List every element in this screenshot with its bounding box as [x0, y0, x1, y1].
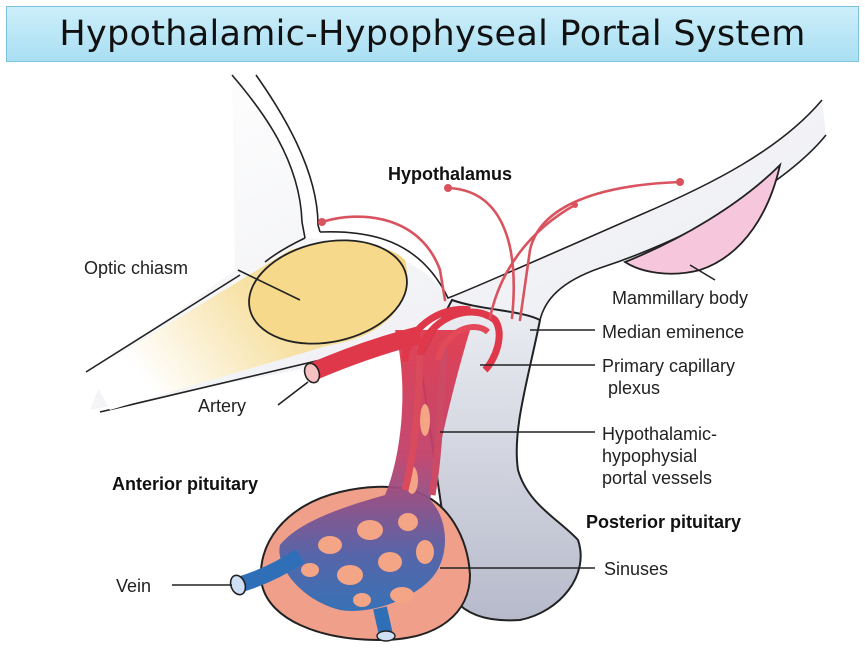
label-hypothalamus: Hypothalamus [388, 164, 512, 184]
sinus [390, 587, 414, 603]
sinus [416, 540, 434, 564]
label-posterior-pituitary: Posterior pituitary [586, 512, 741, 532]
sinus [318, 536, 342, 554]
label-anterior-pituitary: Anterior pituitary [112, 474, 258, 494]
portal-network [279, 330, 470, 611]
label-median-eminence: Median eminence [602, 322, 744, 342]
hypothalamic-neurons [318, 178, 684, 322]
optic-chiasm [90, 239, 408, 410]
sinus [420, 404, 430, 436]
sinus [357, 520, 383, 540]
label-primary-capillary-1: Primary capillary [602, 356, 735, 376]
label-portal-vessels-3: portal vessels [602, 468, 712, 488]
vein [229, 549, 396, 642]
label-portal-vessels-1: Hypothalamic- [602, 424, 717, 444]
sinus [301, 563, 319, 577]
label-optic-chiasm: Optic chiasm [84, 258, 188, 278]
sinus [353, 593, 371, 607]
title-banner: Hypothalamic-Hypophyseal Portal System [6, 6, 859, 62]
leader-lines [172, 264, 716, 586]
label-portal-vessels-2: hypophysial [602, 446, 697, 466]
diagram-title: Hypothalamic-Hypophyseal Portal System [59, 14, 806, 54]
label-vein: Vein [116, 576, 151, 596]
sinus [398, 513, 418, 531]
sinus [337, 565, 363, 585]
label-artery: Artery [198, 396, 246, 416]
label-primary-capillary-2: plexus [608, 378, 660, 398]
artery [303, 326, 423, 384]
mammillary-body [623, 162, 782, 275]
sinus [378, 552, 402, 572]
label-mammillary-body: Mammillary body [612, 288, 748, 308]
label-sinuses: Sinuses [604, 559, 668, 579]
